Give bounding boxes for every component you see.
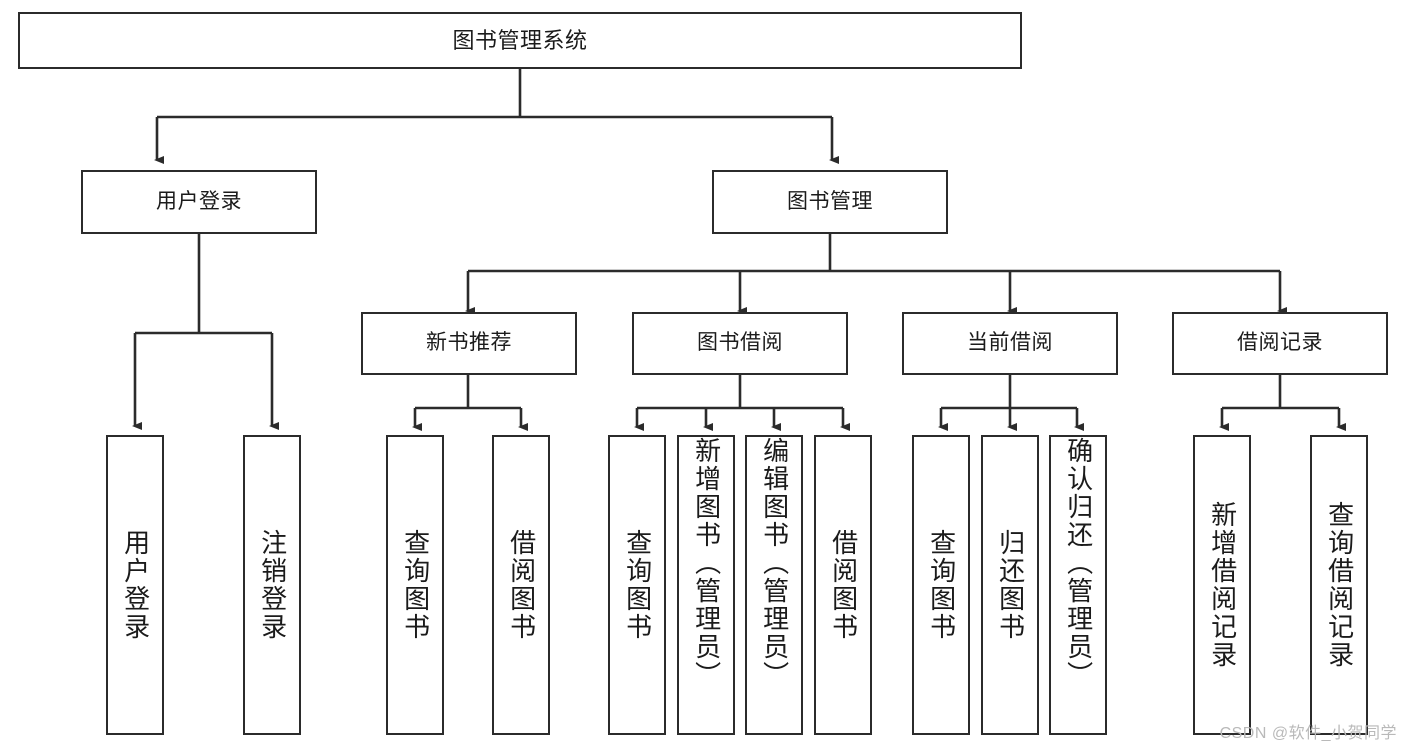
leaf-edit-book-admin[interactable]: 编辑图书（管理员） [745, 435, 803, 735]
node-user-login[interactable]: 用户登录 [81, 170, 317, 234]
leaf-borrow-book[interactable]: 借阅图书 [814, 435, 872, 735]
node-new-book-recommend[interactable]: 新书推荐 [361, 312, 577, 375]
node-label: 图书管理系统 [452, 27, 588, 53]
leaf-user-login[interactable]: 用户登录 [106, 435, 164, 735]
node-label: 借阅图书 [828, 529, 859, 641]
node-current-borrow[interactable]: 当前借阅 [902, 312, 1118, 375]
leaf-text-wrap: 查询借阅记录 [1312, 437, 1366, 733]
node-book-borrow[interactable]: 图书借阅 [632, 312, 848, 375]
node-label: 编辑图书（管理员） [759, 437, 790, 689]
leaf-logout-login[interactable]: 注销登录 [243, 435, 301, 735]
leaf-text-wrap: 查询图书 [914, 437, 968, 733]
leaf-return-book[interactable]: 归还图书 [981, 435, 1039, 735]
node-borrow-record[interactable]: 借阅记录 [1172, 312, 1388, 375]
leaf-query-book-borrow[interactable]: 查询图书 [608, 435, 666, 735]
node-label: 用户登录 [156, 189, 242, 213]
node-label: 查询图书 [622, 529, 653, 641]
leaf-text-wrap: 查询图书 [610, 437, 664, 733]
leaf-text-wrap: 编辑图书（管理员） [747, 437, 801, 733]
node-label: 查询借阅记录 [1324, 501, 1355, 669]
leaf-text-wrap: 确认归还（管理员） [1051, 437, 1105, 733]
leaf-add-book-admin[interactable]: 新增图书（管理员） [677, 435, 735, 735]
leaf-add-borrow-record[interactable]: 新增借阅记录 [1193, 435, 1251, 735]
leaf-query-borrow-record[interactable]: 查询借阅记录 [1310, 435, 1368, 735]
node-label: 新增借阅记录 [1207, 501, 1238, 669]
node-label: 借阅图书 [506, 529, 537, 641]
leaf-text-wrap: 新增借阅记录 [1195, 437, 1249, 733]
leaf-text-wrap: 归还图书 [983, 437, 1037, 733]
node-label: 查询图书 [926, 529, 957, 641]
csdn-watermark: CSDN @软件_小贺同学 [1219, 725, 1397, 742]
node-label: 确认归还（管理员） [1063, 437, 1094, 689]
node-root-book-management-system[interactable]: 图书管理系统 [18, 12, 1022, 69]
node-book-management[interactable]: 图书管理 [712, 170, 948, 234]
leaf-text-wrap: 借阅图书 [816, 437, 870, 733]
leaf-text-wrap: 借阅图书 [494, 437, 548, 733]
leaf-text-wrap: 注销登录 [245, 437, 299, 733]
node-label: 新书推荐 [426, 331, 512, 355]
node-label: 归还图书 [995, 529, 1026, 641]
node-label: 查询图书 [400, 529, 431, 641]
leaf-text-wrap: 用户登录 [108, 437, 162, 733]
node-label: 新增图书（管理员） [691, 437, 722, 689]
node-label: 当前借阅 [967, 331, 1053, 355]
leaf-borrow-book-new[interactable]: 借阅图书 [492, 435, 550, 735]
leaf-text-wrap: 新增图书（管理员） [679, 437, 733, 733]
node-label: 借阅记录 [1237, 331, 1323, 355]
node-label: 注销登录 [257, 529, 288, 641]
leaf-query-book-current[interactable]: 查询图书 [912, 435, 970, 735]
node-label: 图书管理 [787, 189, 873, 213]
node-label: 图书借阅 [697, 331, 783, 355]
leaf-text-wrap: 查询图书 [388, 437, 442, 733]
leaf-confirm-return-admin[interactable]: 确认归还（管理员） [1049, 435, 1107, 735]
node-label: 用户登录 [120, 529, 151, 641]
leaf-query-book-new[interactable]: 查询图书 [386, 435, 444, 735]
